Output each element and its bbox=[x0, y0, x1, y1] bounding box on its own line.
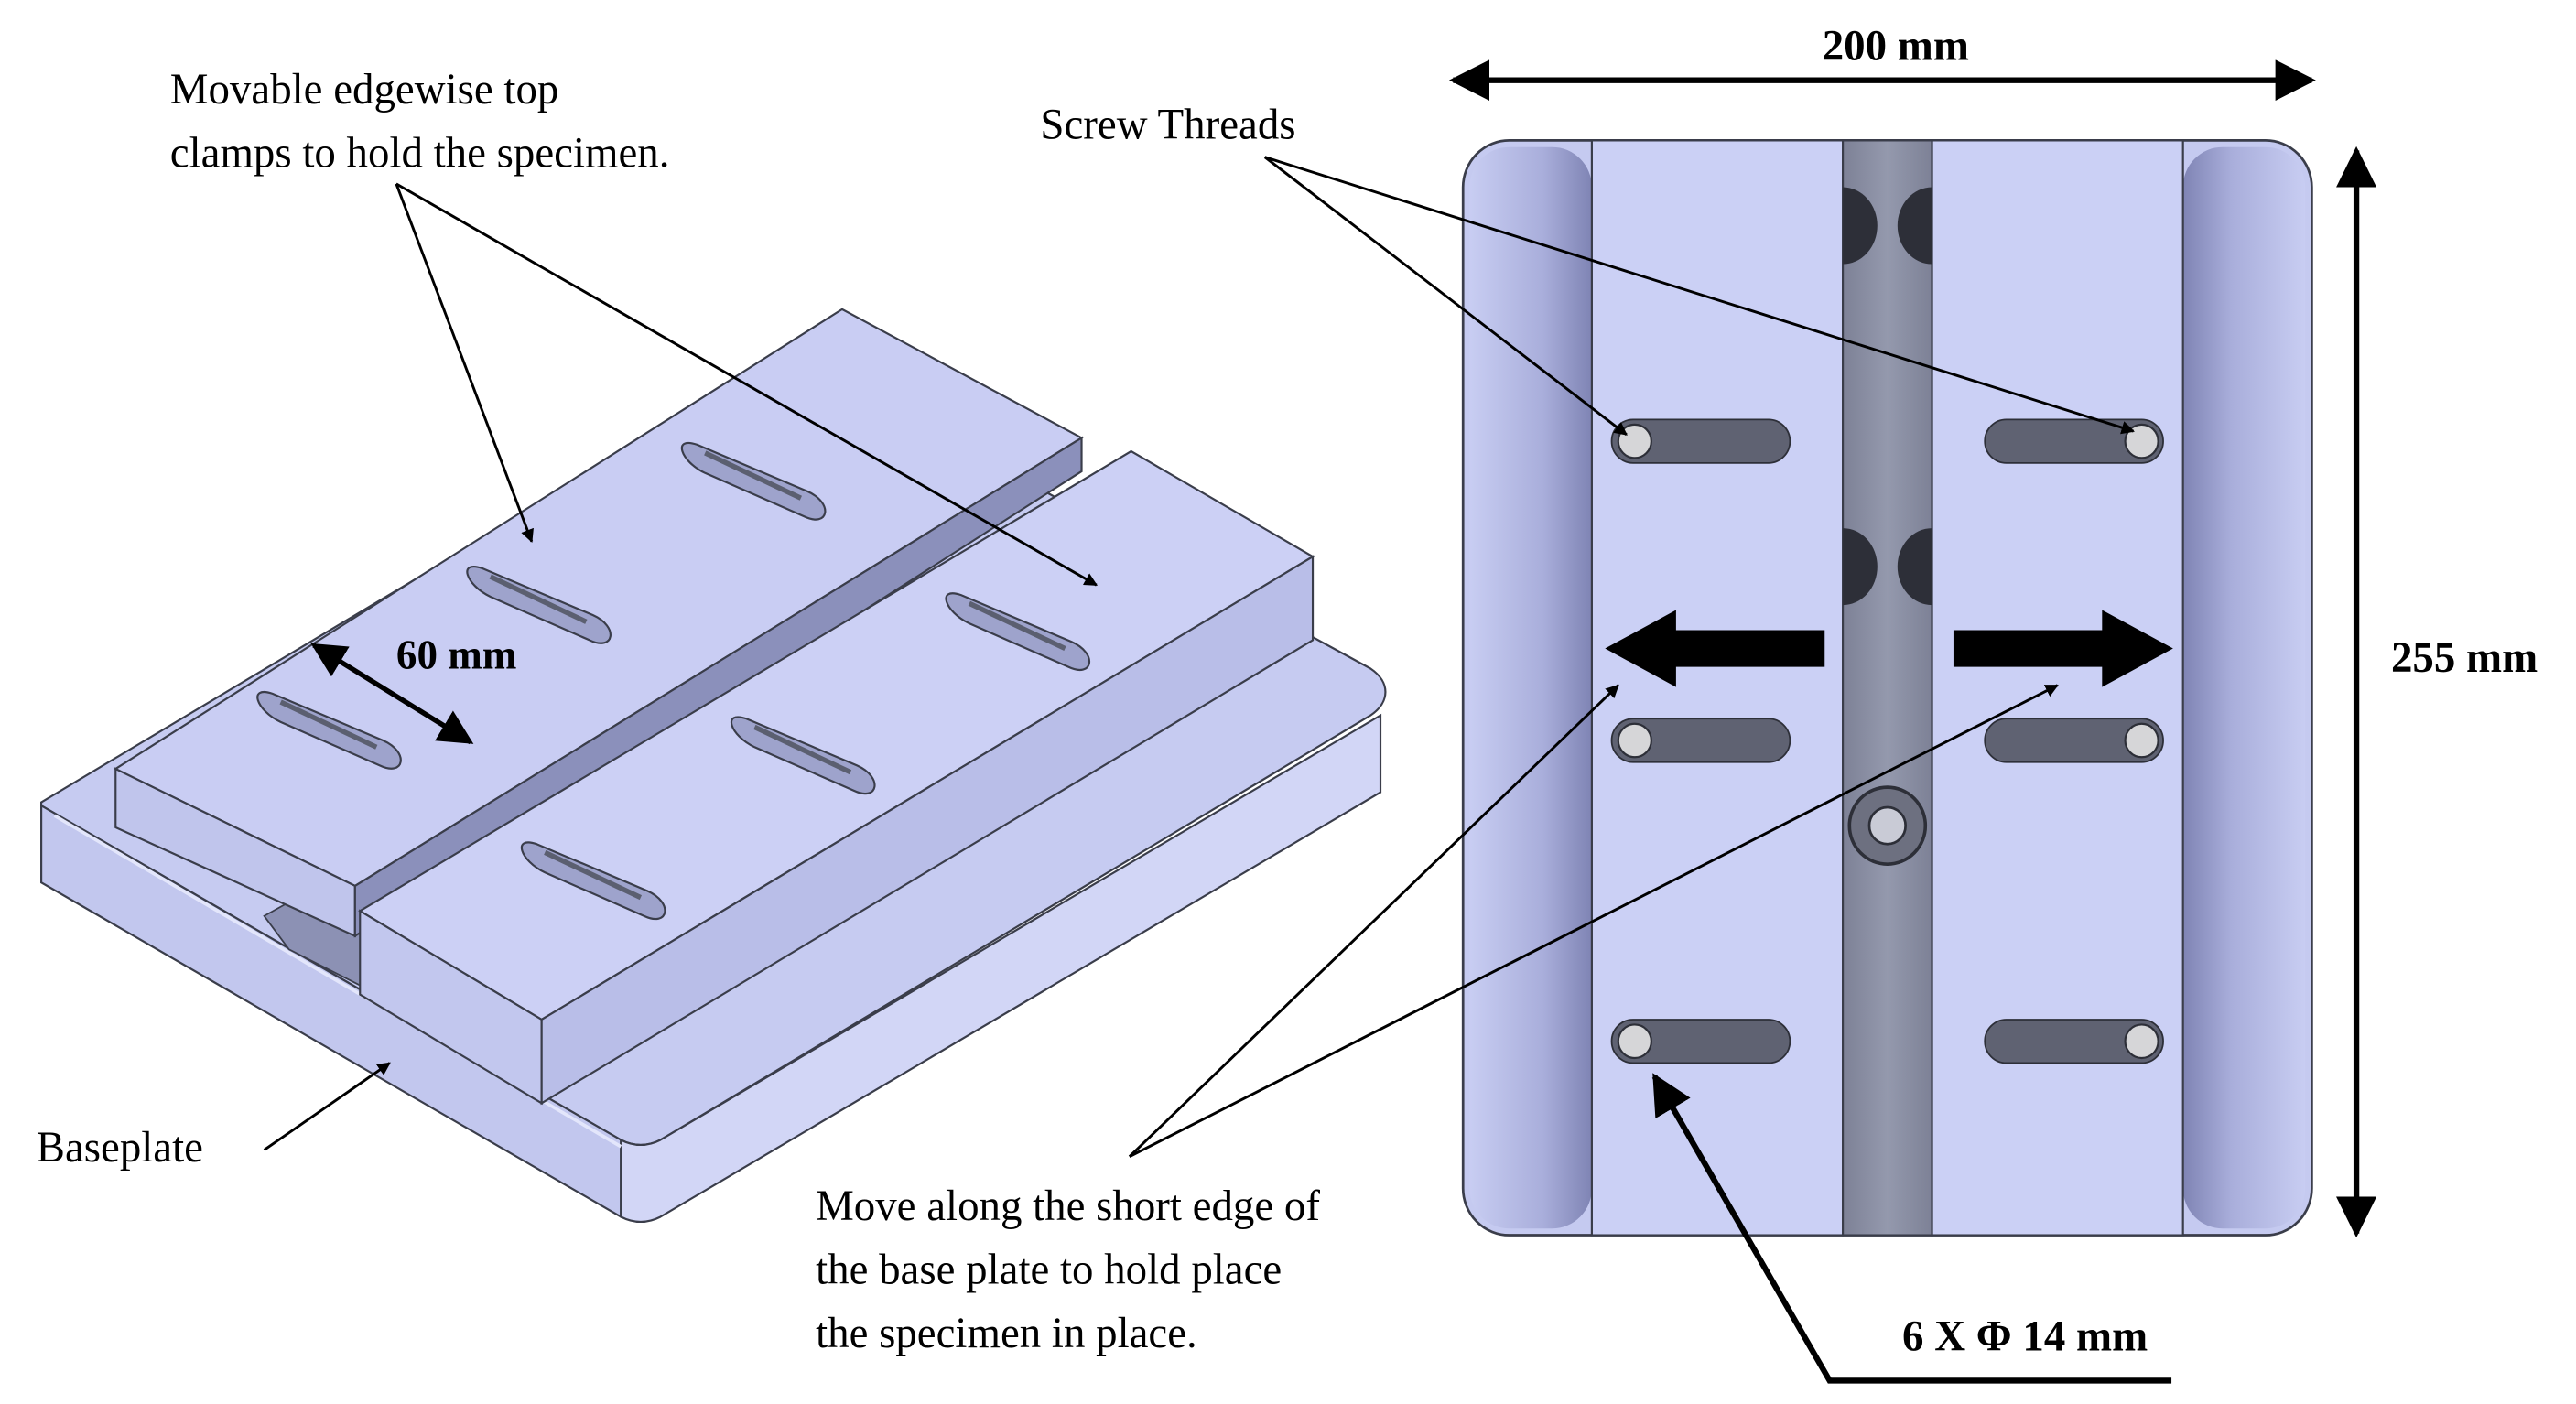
move-leader-1 bbox=[1128, 684, 1619, 1158]
rear-clamp-slot bbox=[466, 566, 612, 644]
channel-recess bbox=[1897, 187, 1932, 265]
center-channel bbox=[1842, 139, 1933, 1237]
slot-left-3 bbox=[1610, 1019, 1791, 1064]
front-clamp bbox=[358, 449, 1315, 1106]
front-clamp-slot bbox=[945, 592, 1090, 672]
clamp-label-line2: clamps to hold the specimen. bbox=[170, 129, 670, 177]
channel-recess bbox=[1897, 528, 1932, 606]
slot-right-3 bbox=[1984, 1019, 2164, 1064]
move-label-line1: Move along the short edge of bbox=[816, 1183, 1320, 1230]
screw-leader-1 bbox=[1263, 156, 1628, 436]
gap-dimension-arrow bbox=[310, 643, 474, 745]
slot-right-1 bbox=[1984, 418, 2164, 464]
move-label-line3: the specimen in place. bbox=[816, 1310, 1197, 1357]
width-dimension-label: 200 mm bbox=[1823, 22, 1969, 70]
left-clamp bbox=[1590, 139, 1845, 1237]
left-margin-shade bbox=[1469, 146, 1592, 1229]
move-label-line2: the base plate to hold place bbox=[816, 1246, 1282, 1293]
gap-dimension-label: 60 mm bbox=[396, 632, 517, 677]
screw-label: Screw Threads bbox=[1040, 101, 1295, 148]
screw-thread bbox=[2124, 1023, 2159, 1060]
screw-thread bbox=[1617, 1023, 1652, 1060]
isometric-view: 60 mm Movable edgewise top clamps to hol… bbox=[37, 66, 1387, 1224]
arrow-left-icon bbox=[1605, 610, 1825, 687]
arrow-right-icon bbox=[1953, 610, 2173, 687]
move-leader-2 bbox=[1129, 684, 2059, 1159]
front-clamp-slot bbox=[520, 841, 666, 921]
clamp-leader-2 bbox=[395, 182, 1099, 587]
clamp-label-line1: Movable edgewise top bbox=[170, 66, 559, 113]
slot-right-2 bbox=[1984, 718, 2164, 763]
front-clamp-slot bbox=[730, 716, 876, 795]
screw-thread bbox=[1617, 423, 1652, 459]
baseplate-label: Baseplate bbox=[37, 1124, 203, 1172]
right-margin-shade bbox=[2182, 146, 2306, 1229]
height-dimension-label: 255 mm bbox=[2391, 634, 2538, 682]
top-view: 200 mm 255 mm Screw Threads Move along t… bbox=[816, 22, 2538, 1384]
baseplate-front-right-face bbox=[620, 713, 1382, 1224]
baseplate-leader bbox=[263, 1062, 391, 1151]
slot-left-1 bbox=[1610, 418, 1791, 464]
right-clamp bbox=[1931, 139, 2184, 1237]
hole-spec-leader bbox=[1651, 1073, 2172, 1384]
clamp-leader-1 bbox=[395, 183, 534, 544]
channel-recess bbox=[1843, 528, 1878, 606]
channel-recess bbox=[1843, 187, 1878, 265]
screw-leader-2 bbox=[1264, 156, 2135, 435]
hole-spec-label: 6 X Φ 14 mm bbox=[1902, 1312, 2148, 1360]
front-clamp-side-face bbox=[540, 555, 1315, 1106]
slot-left-2 bbox=[1610, 718, 1791, 763]
rear-clamp-slot bbox=[680, 441, 827, 521]
center-hole-inner bbox=[1867, 805, 1907, 846]
screw-thread bbox=[1617, 722, 1652, 759]
screw-thread bbox=[2124, 722, 2159, 759]
